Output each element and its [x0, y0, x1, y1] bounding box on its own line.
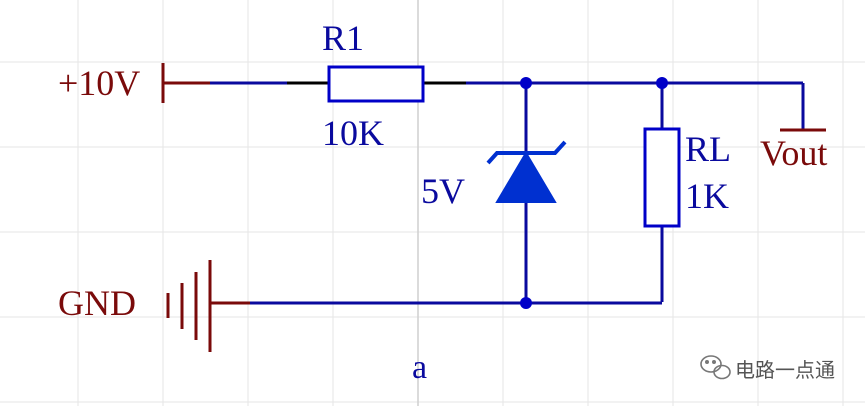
supply-label: +10V [58, 63, 140, 103]
r1-name-label: R1 [322, 18, 364, 58]
output-port-icon [780, 83, 826, 132]
output-label: Vout [760, 133, 827, 173]
junction-dots [520, 77, 668, 309]
ground-label: GND [58, 283, 136, 323]
junction-dot [520, 297, 532, 309]
zener-value-label: 5V [421, 171, 465, 211]
junction-dot [656, 77, 668, 89]
r1-resistor [287, 65, 466, 103]
power-bar-icon [161, 63, 210, 103]
rl-value-label: 1K [685, 176, 729, 216]
junction-dot [520, 77, 532, 89]
earth-ground-icon [166, 260, 250, 352]
rl-name-label: RL [685, 129, 731, 169]
r1-value-label: 10K [322, 113, 384, 153]
figure-label: a [412, 349, 427, 386]
rl-resistor [643, 83, 681, 302]
wechat-logo-icon [700, 355, 731, 380]
zener-diode [486, 83, 567, 302]
watermark-text: 电路一点通 [735, 359, 835, 382]
